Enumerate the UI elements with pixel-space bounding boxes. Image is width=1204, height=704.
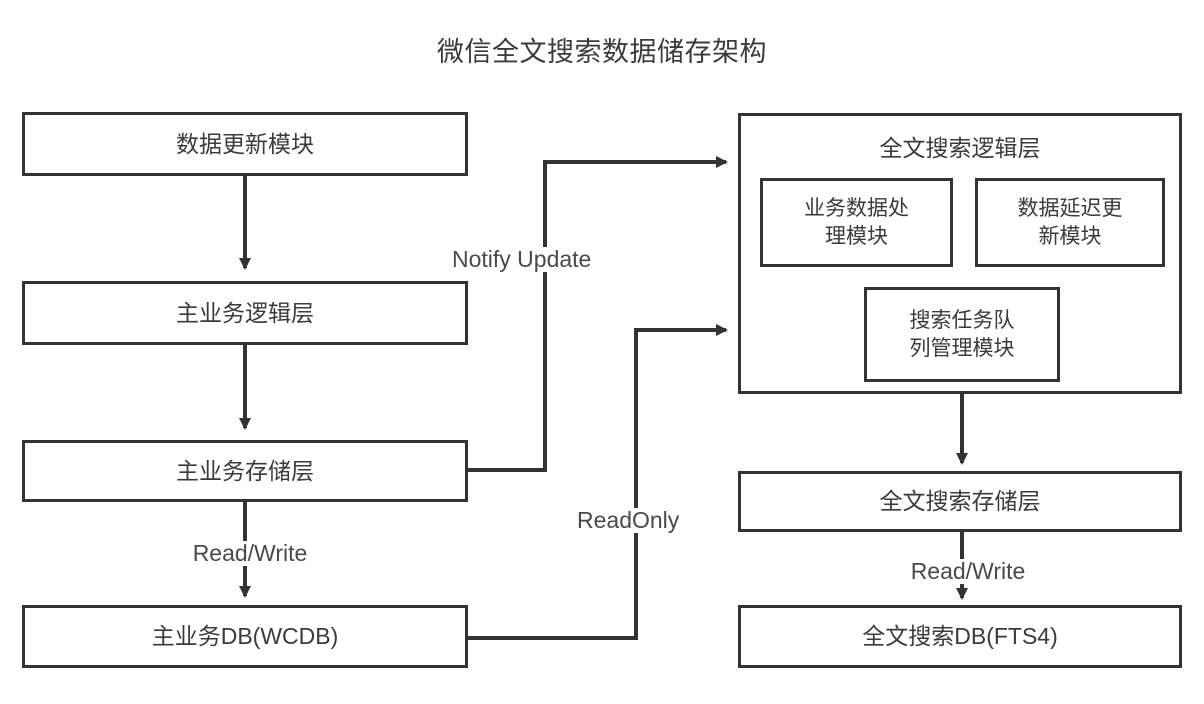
edge-label-read-only: ReadOnly bbox=[572, 507, 685, 534]
page-title: 微信全文搜索数据储存架构 bbox=[437, 37, 767, 67]
node-label: 主业务存储层 bbox=[176, 457, 314, 484]
node-fulltext-search-logic-layer[interactable]: 全文搜索逻辑层 业务数据处 理模块 数据延迟更 新模块 搜索任务队 列管理模块 bbox=[738, 113, 1182, 394]
edge-label-notify-update: Notify Update bbox=[447, 246, 597, 273]
node-label: 数据更新模块 bbox=[176, 130, 314, 157]
node-label: 全文搜索DB(FTS4) bbox=[862, 623, 1058, 650]
node-label: 业务数据处 理模块 bbox=[804, 197, 909, 248]
node-label: 数据延迟更 新模块 bbox=[1017, 197, 1123, 248]
node-fulltext-search-db[interactable]: 全文搜索DB(FTS4) bbox=[738, 605, 1182, 668]
edge-notify-update bbox=[467, 156, 728, 472]
panel-title: 全文搜索逻辑层 bbox=[879, 135, 1041, 161]
node-data-update-module[interactable]: 数据更新模块 bbox=[22, 112, 468, 176]
node-label: 主业务逻辑层 bbox=[176, 299, 314, 326]
node-main-business-logic-layer[interactable]: 主业务逻辑层 bbox=[22, 281, 468, 345]
edge-label-left-read-write: Read/Write bbox=[166, 540, 334, 567]
node-label: 全文搜索存储层 bbox=[879, 488, 1041, 515]
node-business-data-process-module[interactable]: 业务数据处 理模块 bbox=[760, 178, 953, 267]
node-search-task-queue-module[interactable]: 搜索任务队 列管理模块 bbox=[864, 287, 1060, 382]
node-fulltext-search-storage-layer[interactable]: 全文搜索存储层 bbox=[738, 471, 1182, 532]
edge-label-right-read-write: Read/Write bbox=[884, 558, 1052, 585]
node-main-business-storage-layer[interactable]: 主业务存储层 bbox=[22, 440, 468, 502]
node-main-business-db[interactable]: 主业务DB(WCDB) bbox=[22, 605, 468, 668]
edge-read-only bbox=[467, 324, 728, 640]
node-data-delay-update-module[interactable]: 数据延迟更 新模块 bbox=[975, 178, 1165, 267]
node-label: 主业务DB(WCDB) bbox=[151, 623, 339, 650]
node-label: 搜索任务队 列管理模块 bbox=[909, 309, 1015, 360]
